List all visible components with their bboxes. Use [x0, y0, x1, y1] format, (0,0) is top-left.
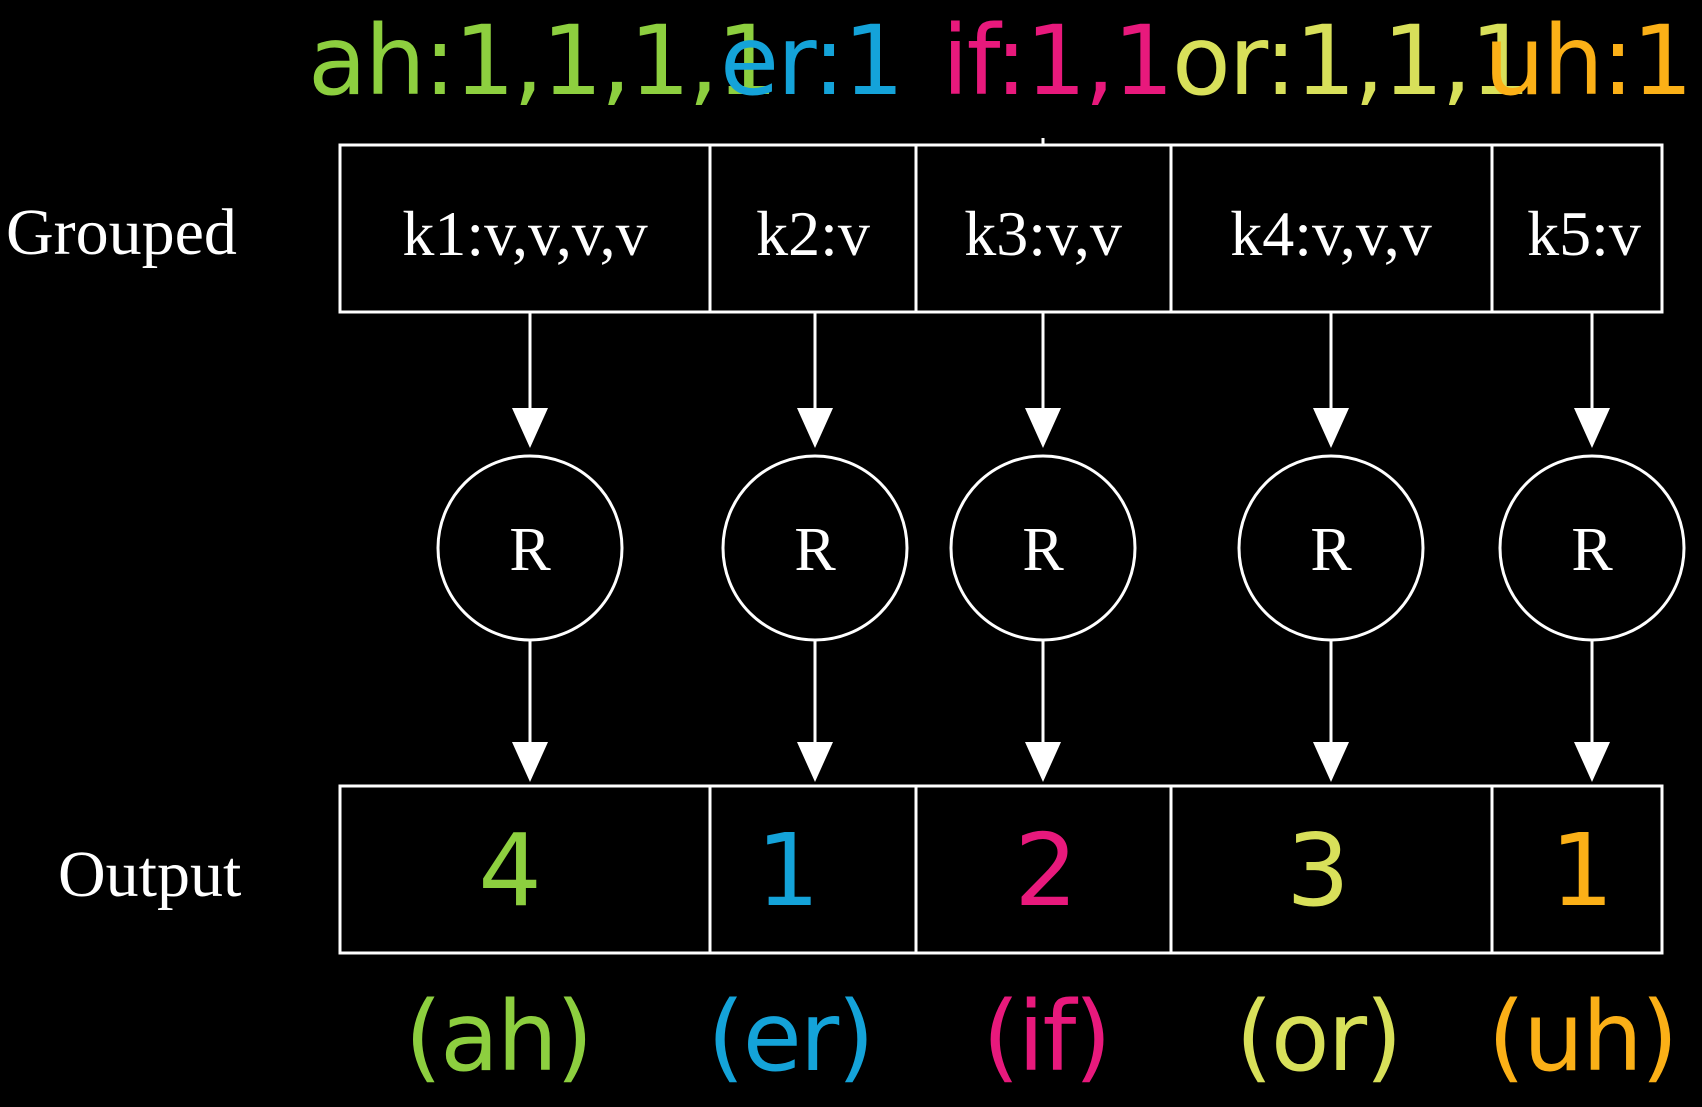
arrow-head-down [1025, 742, 1061, 782]
grouped-cell-k1: k1:v,v,v,v [402, 198, 647, 269]
output-value-uh: 1 [1550, 812, 1614, 929]
top-label-ah: ah:1,1,1,1 [308, 5, 776, 117]
bottom-labels: (ah) (er) (if) (or) (uh) [405, 981, 1679, 1093]
row-label-output: Output [58, 838, 241, 911]
output-value-or: 3 [1286, 812, 1350, 929]
grouped-box-outline [338, 143, 1664, 314]
reducer-node-label: R [794, 516, 836, 584]
grouped-cell-k4: k4:v,v,v [1230, 198, 1431, 269]
reducer-node-label: R [1310, 516, 1352, 584]
row-label-grouped: Grouped [6, 196, 237, 269]
output-value-ah: 4 [478, 812, 542, 929]
arrow-head-down [1574, 742, 1610, 782]
top-label-uh: uh:1 [1484, 5, 1691, 117]
grouped-cell-k3: k3:v,v [964, 198, 1122, 269]
arrow-head-down [512, 742, 548, 782]
bottom-label-er: (er) [707, 981, 872, 1093]
output-value-if: 2 [1014, 812, 1078, 929]
bottom-label-or: (or) [1235, 981, 1400, 1093]
arrow-head-down [797, 408, 833, 448]
arrow-head-down [1025, 408, 1061, 448]
top-label-or: or:1,1,1 [1172, 5, 1529, 117]
reducer-node-label: R [1571, 516, 1613, 584]
edges-out [512, 640, 1610, 782]
bottom-label-ah: (ah) [405, 981, 592, 1093]
arrow-head-down [1313, 408, 1349, 448]
arrow-head-down [797, 742, 833, 782]
output-value-er: 1 [756, 812, 820, 929]
grouped-box: k1:v,v,v,v k2:v k3:v,v k4:v,v,v k5:v [338, 138, 1664, 314]
reducer-node-label: R [1022, 516, 1064, 584]
reducer-nodes: R R R R R [436, 454, 1686, 642]
bottom-label-uh: (uh) [1488, 981, 1677, 1093]
grouped-cell-k2: k2:v [756, 198, 870, 269]
arrow-head-down [1574, 408, 1610, 448]
top-labels: ah:1,1,1,1 er:1 if:1,1 or:1,1,1 uh:1 [308, 5, 1693, 117]
output-box-outline [338, 784, 1664, 955]
output-box: 4 1 2 3 1 [338, 784, 1664, 955]
arrow-head-down [1313, 742, 1349, 782]
grouped-cell-k5: k5:v [1527, 198, 1641, 269]
top-label-if: if:1,1 [942, 5, 1172, 117]
reducer-node-label: R [509, 516, 551, 584]
top-label-er: er:1 [720, 5, 902, 117]
bottom-label-if: (if) [982, 981, 1109, 1093]
edges-in [512, 312, 1610, 448]
arrow-head-down [512, 408, 548, 448]
